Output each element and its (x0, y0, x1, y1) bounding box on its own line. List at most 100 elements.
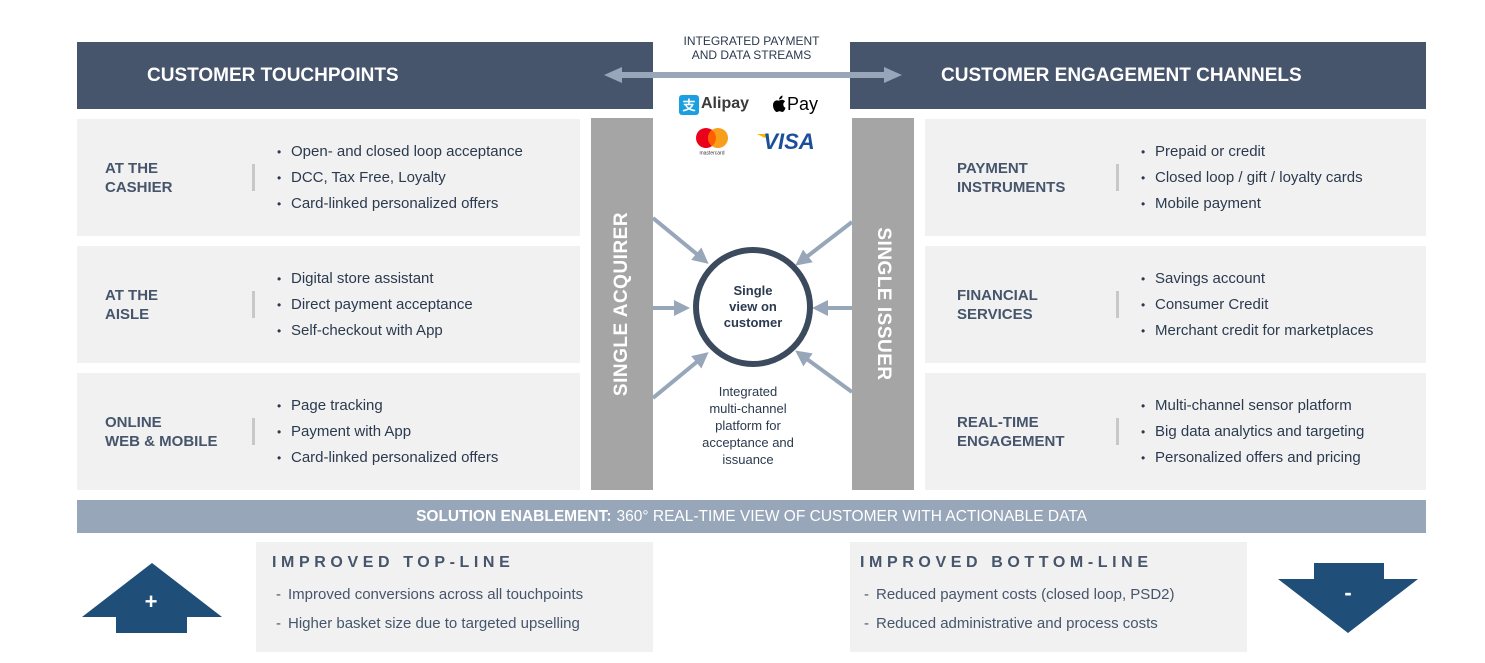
caption-line: Integrated (718, 384, 778, 399)
hub-ring (693, 247, 813, 367)
bidirectional-arrow-icon (604, 67, 902, 83)
arrow-icon (653, 216, 709, 264)
platform-caption: Integrated multi-channel platform for ac… (673, 383, 823, 468)
touchpoint-card-cashier: AT THE CASHIER Open- and closed loop acc… (77, 119, 580, 236)
bottom-line-items: Reduced payment costs (closed loop, PSD2… (860, 580, 1231, 638)
label-line: SERVICES (957, 305, 1033, 323)
list-item: Reduced administrative and process costs (864, 609, 1231, 638)
list-item: DCC, Tax Free, Loyalty (277, 165, 523, 191)
label-line: AISLE (105, 305, 150, 323)
solution-text: 360° REAL-TIME VIEW OF CUSTOMER WITH ACT… (616, 507, 1087, 525)
touchpoint-card-online: ONLINE WEB & MOBILE Page tracking Paymen… (77, 373, 580, 490)
list-item: Open- and closed loop acceptance (277, 139, 523, 165)
label-line: WEB & MOBILE (105, 432, 218, 450)
list-item: Higher basket size due to targeted upsel… (276, 609, 637, 638)
alipay-text: Alipay (701, 95, 750, 112)
label-line: FINANCIAL (957, 286, 1038, 304)
list-item: Personalized offers and pricing (1141, 445, 1364, 471)
list-item: Digital store assistant (277, 266, 473, 292)
list-item: Closed loop / gift / loyalty cards (1141, 165, 1363, 191)
svg-text:VISA: VISA (763, 129, 814, 153)
single-acquirer-label: SINGLE ACQUIRER (611, 211, 632, 397)
touchpoint-label: AT THE CASHIER (77, 159, 227, 197)
divider (252, 291, 255, 318)
divider (252, 418, 255, 445)
channel-label: REAL-TIME ENGAGEMENT (925, 413, 1090, 451)
label-line: AT THE (105, 286, 159, 304)
list-item: Mobile payment (1141, 191, 1363, 217)
bottom-line-title: IMPROVED BOTTOM-LINE (860, 554, 1153, 571)
apple-pay-logo: Pay (771, 93, 821, 117)
touchpoint-card-aisle: AT THE AISLE Digital store assistant Dir… (77, 246, 580, 363)
single-acquirer-pillar: SINGLE ACQUIRER (591, 118, 653, 490)
touchpoint-label: ONLINE WEB & MOBILE (77, 413, 227, 451)
single-issuer-label: SINGLE ISSUER (873, 227, 894, 381)
label-line: ONLINE (105, 413, 162, 431)
caption-line: acceptance and (702, 435, 794, 450)
list-item: Savings account (1141, 266, 1373, 292)
solution-enablement-bar: SOLUTION ENABLEMENT: 360° REAL-TIME VIEW… (77, 500, 1426, 533)
channel-card-real-time-engagement: REAL-TIME ENGAGEMENT Multi-channel senso… (925, 373, 1426, 490)
channel-label: FINANCIAL SERVICES (925, 286, 1090, 324)
integrated-streams-line1: INTEGRATED PAYMENT (683, 34, 820, 48)
divider (1116, 418, 1119, 445)
list-item: Multi-channel sensor platform (1141, 393, 1364, 419)
channel-card-financial-services: FINANCIAL SERVICES Savings account Consu… (925, 246, 1426, 363)
list-item: Direct payment acceptance (277, 292, 473, 318)
single-issuer-pillar: SINGLE ISSUER (852, 118, 914, 490)
single-view-text: Single view on customer (698, 283, 808, 331)
channel-items: Prepaid or credit Closed loop / gift / l… (1141, 139, 1363, 217)
channel-items: Multi-channel sensor platform Big data a… (1141, 393, 1364, 471)
list-item: Card-linked personalized offers (277, 191, 523, 217)
customer-engagement-header: CUSTOMER ENGAGEMENT CHANNELS (850, 42, 1426, 109)
hub-line: Single (733, 283, 773, 298)
list-item: Merchant credit for marketplaces (1141, 318, 1373, 344)
label-line: PAYMENT (957, 159, 1028, 177)
list-item: Card-linked personalized offers (277, 445, 498, 471)
channel-card-payment-instruments: PAYMENT INSTRUMENTS Prepaid or credit Cl… (925, 119, 1426, 236)
alipay-icon: 支 (679, 95, 699, 115)
list-item: Improved conversions across all touchpoi… (276, 580, 637, 609)
list-item: Page tracking (277, 393, 498, 419)
alipay-logo: 支 Alipay (679, 94, 751, 116)
hub-diagram (653, 216, 852, 400)
touchpoint-items: Digital store assistant Direct payment a… (277, 266, 473, 344)
divider (1116, 164, 1119, 191)
divider (1116, 291, 1119, 318)
arrow-icon (653, 352, 709, 400)
visa-icon: VISA (757, 129, 815, 154)
integrated-streams-line2: AND DATA STREAMS (691, 48, 812, 62)
hub-line: view on (729, 299, 777, 314)
integrated-streams-label: INTEGRATED PAYMENT AND DATA STREAMS (653, 34, 850, 62)
apple-pay-text: Pay (787, 94, 819, 114)
channel-label: PAYMENT INSTRUMENTS (925, 159, 1090, 197)
divider (252, 164, 255, 191)
improved-bottom-line-box: IMPROVED BOTTOM-LINE Reduced payment cos… (850, 542, 1247, 652)
top-line-items: Improved conversions across all touchpoi… (272, 580, 637, 638)
label-line: CASHIER (105, 178, 173, 196)
svg-text:mastercard: mastercard (699, 151, 724, 157)
caption-line: issuance (722, 452, 774, 467)
up-arrow-icon: + (82, 563, 222, 633)
arrow-icon (795, 220, 852, 266)
top-line-title: IMPROVED TOP-LINE (272, 554, 515, 571)
customer-engagement-title: CUSTOMER ENGAGEMENT CHANNELS (941, 64, 1302, 86)
list-item: Consumer Credit (1141, 292, 1373, 318)
caption-line: platform for (715, 418, 781, 433)
list-item: Payment with App (277, 419, 498, 445)
label-line: INSTRUMENTS (957, 178, 1066, 196)
list-item: Big data analytics and targeting (1141, 419, 1364, 445)
customer-touchpoints-title: CUSTOMER TOUCHPOINTS (147, 64, 399, 86)
channel-items: Savings account Consumer Credit Merchant… (1141, 266, 1373, 344)
solution-label: SOLUTION ENABLEMENT: (416, 507, 612, 525)
touchpoint-items: Page tracking Payment with App Card-link… (277, 393, 498, 471)
touchpoint-label: AT THE AISLE (77, 286, 227, 324)
list-item: Self-checkout with App (277, 318, 473, 344)
caption-line: multi-channel (709, 401, 787, 416)
improved-top-line-box: IMPROVED TOP-LINE Improved conversions a… (256, 542, 653, 652)
customer-touchpoints-header: CUSTOMER TOUCHPOINTS (77, 42, 653, 109)
label-line: ENGAGEMENT (957, 432, 1065, 450)
label-line: AT THE (105, 159, 159, 177)
minus-symbol: - (1344, 580, 1351, 605)
arrow-icon (795, 350, 852, 394)
